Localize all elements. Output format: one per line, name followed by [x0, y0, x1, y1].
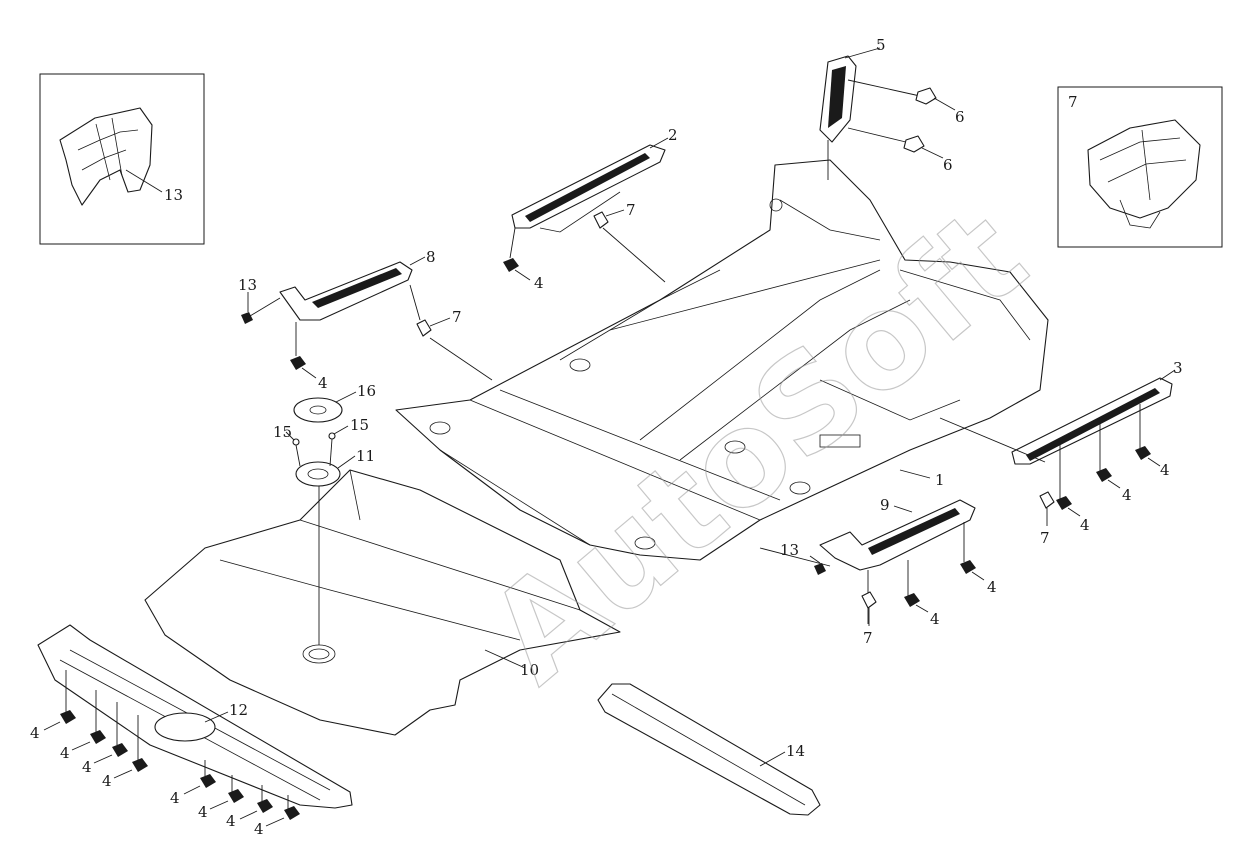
nut-4a: 4 — [503, 258, 544, 292]
callout-4o: 4 — [254, 820, 264, 838]
pedal-pad-5: 5 — [819, 36, 921, 180]
callout-4m: 4 — [198, 803, 208, 821]
callout-13c: 13 — [780, 541, 799, 559]
callout-2: 2 — [668, 126, 678, 144]
sill-plate-8: 8 — [279, 248, 493, 381]
callout-10: 10 — [520, 661, 539, 679]
callout-5: 5 — [876, 36, 886, 54]
clip-13c: 13 — [780, 541, 826, 575]
scuff-plate-12: 12 — [37, 624, 353, 810]
callout-7b: 7 — [626, 201, 636, 219]
clip-7d: 7 — [1039, 491, 1055, 547]
callout-4c: 4 — [1160, 461, 1170, 479]
washer-16: 16 — [293, 382, 376, 423]
nut-4i: 4 — [60, 730, 106, 762]
spare-wheel-bracket-11: 11 — [295, 447, 375, 487]
nut-4f: 4 — [960, 560, 997, 596]
callout-4k: 4 — [102, 772, 112, 790]
nut-4e: 4 — [1056, 496, 1090, 534]
callout-4n: 4 — [226, 812, 236, 830]
clip-7b: 7 — [593, 201, 636, 229]
callout-4l: 4 — [170, 789, 180, 807]
callout-8: 8 — [426, 248, 436, 266]
nut-4j: 4 — [82, 743, 128, 776]
callout-6b: 6 — [943, 156, 953, 174]
callout-6a: 6 — [955, 108, 965, 126]
screw-15a: 15 — [273, 423, 301, 467]
callout-4e: 4 — [1080, 516, 1090, 534]
sill-plate-3: 3 — [939, 359, 1183, 500]
nut-4k: 4 — [102, 758, 148, 790]
sill-plate-2: 2 — [509, 126, 678, 283]
inset-clip-7: 7 — [1057, 86, 1223, 248]
callout-15b: 15 — [350, 416, 369, 434]
callout-4i: 4 — [60, 744, 70, 762]
callout-4f: 4 — [987, 578, 997, 596]
nut-4n: 4 — [226, 799, 273, 830]
nut-4d: 4 — [1096, 468, 1132, 504]
clip-6a: 6 — [915, 87, 965, 126]
callout-4a: 4 — [534, 274, 544, 292]
clip-7c: 7 — [416, 308, 462, 337]
nut-4c: 4 — [1135, 446, 1170, 479]
callout-9: 9 — [880, 496, 890, 514]
clip-7e: 7 — [861, 591, 877, 647]
callout-13b: 13 — [238, 276, 257, 294]
callout-15a: 15 — [273, 423, 292, 441]
callout-4j: 4 — [82, 758, 92, 776]
nut-4l: 4 — [170, 774, 216, 807]
mat-14: 14 — [597, 683, 821, 816]
nut-4h: 4 — [30, 710, 76, 742]
callout-13-inset: 13 — [164, 186, 183, 204]
clip-13b: 13 — [238, 276, 281, 324]
callout-16: 16 — [357, 382, 376, 400]
inset-clip-13: 13 — [39, 73, 205, 245]
callout-7-inset: 7 — [1068, 93, 1078, 111]
callout-4h: 4 — [30, 724, 40, 742]
callout-4d: 4 — [1122, 486, 1132, 504]
callout-7d: 7 — [1040, 529, 1050, 547]
clip-6b: 6 — [903, 135, 953, 174]
nut-4m: 4 — [198, 789, 244, 821]
nut-4b: 4 — [290, 356, 328, 392]
nut-4g: 4 — [904, 593, 940, 628]
callout-1: 1 — [935, 471, 945, 489]
callout-4g: 4 — [930, 610, 940, 628]
callout-7e: 7 — [863, 629, 873, 647]
floor-carpet-1: 1 — [395, 159, 1049, 561]
callout-14: 14 — [786, 742, 805, 760]
callout-3: 3 — [1173, 359, 1183, 377]
callout-7c: 7 — [452, 308, 462, 326]
callout-11: 11 — [356, 447, 375, 465]
cargo-floor-10: 10 — [144, 469, 621, 736]
callout-12: 12 — [229, 701, 248, 719]
screw-15b: 15 — [328, 416, 369, 467]
nut-4o: 4 — [254, 806, 300, 838]
callout-4b: 4 — [318, 374, 328, 392]
